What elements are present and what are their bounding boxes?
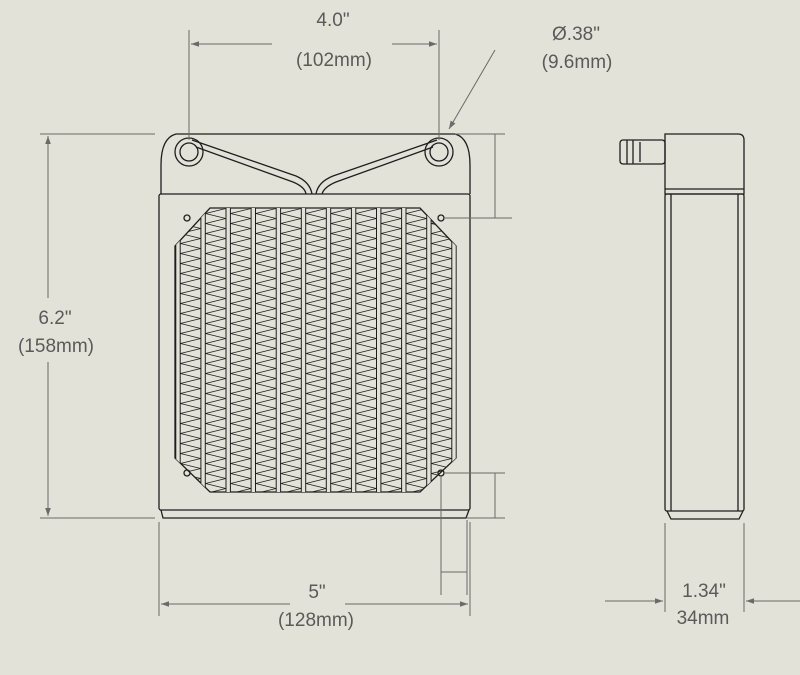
port-right-inner bbox=[429, 142, 449, 162]
radiator-frame bbox=[158, 193, 471, 511]
mount-hole-tr bbox=[437, 214, 445, 222]
front-view bbox=[158, 133, 471, 519]
core-fin bbox=[406, 208, 427, 492]
depth-metric: 34mm bbox=[677, 608, 730, 629]
core-fin bbox=[230, 208, 251, 492]
bottom-width-metric: (128mm) bbox=[278, 610, 354, 631]
top-tank-outline bbox=[160, 133, 471, 194]
core-tube bbox=[350, 208, 357, 492]
core-tube bbox=[376, 208, 382, 492]
core-tube bbox=[300, 208, 307, 492]
core-fin bbox=[305, 208, 327, 492]
port-right-outer bbox=[424, 137, 454, 167]
core-tube bbox=[325, 208, 332, 492]
dimension-labels: 4.0" (102mm) Ø.38" (9.6mm) 6.2" (158mm) … bbox=[18, 10, 729, 631]
core-tube bbox=[175, 208, 181, 492]
core-tube bbox=[275, 208, 282, 492]
core-tube bbox=[200, 208, 206, 492]
side-tank bbox=[664, 133, 745, 195]
core-fin bbox=[355, 208, 377, 492]
tube-right-inner bbox=[321, 146, 434, 195]
core-fin bbox=[431, 208, 452, 492]
core-fin bbox=[180, 208, 201, 492]
mount-hole-tl bbox=[183, 214, 191, 222]
core-tube bbox=[250, 208, 257, 492]
core-tube bbox=[225, 208, 231, 492]
port-diameter-metric: (9.6mm) bbox=[542, 52, 613, 73]
port-left-inner bbox=[179, 142, 199, 162]
top-width-metric: (102mm) bbox=[296, 50, 372, 71]
depth-label: 1.34" bbox=[682, 581, 726, 602]
core-fin bbox=[330, 208, 352, 492]
height-label: 6.2" bbox=[38, 308, 71, 329]
core-fin bbox=[255, 208, 277, 492]
height-metric: (158mm) bbox=[18, 336, 94, 357]
core-fin bbox=[381, 208, 402, 492]
core-tube bbox=[451, 208, 456, 492]
core-tube bbox=[426, 208, 432, 492]
dimension-lines bbox=[40, 30, 800, 616]
port-left-outer bbox=[174, 137, 204, 167]
fan-opening bbox=[174, 207, 457, 493]
fin-core bbox=[175, 208, 456, 492]
tube-left bbox=[191, 139, 313, 195]
side-view bbox=[619, 133, 745, 520]
frame-bottom-lip bbox=[160, 509, 470, 519]
bottom-width-label: 5" bbox=[308, 582, 325, 603]
tube-right bbox=[315, 139, 438, 195]
core-fin bbox=[205, 208, 226, 492]
side-body bbox=[664, 193, 745, 512]
top-width-label: 4.0" bbox=[316, 10, 349, 31]
tube-left-inner bbox=[195, 146, 307, 195]
core-fin bbox=[280, 208, 302, 492]
mount-hole-br bbox=[437, 469, 445, 477]
core-tube bbox=[401, 208, 407, 492]
port-diameter-label: Ø.38" bbox=[552, 24, 600, 45]
